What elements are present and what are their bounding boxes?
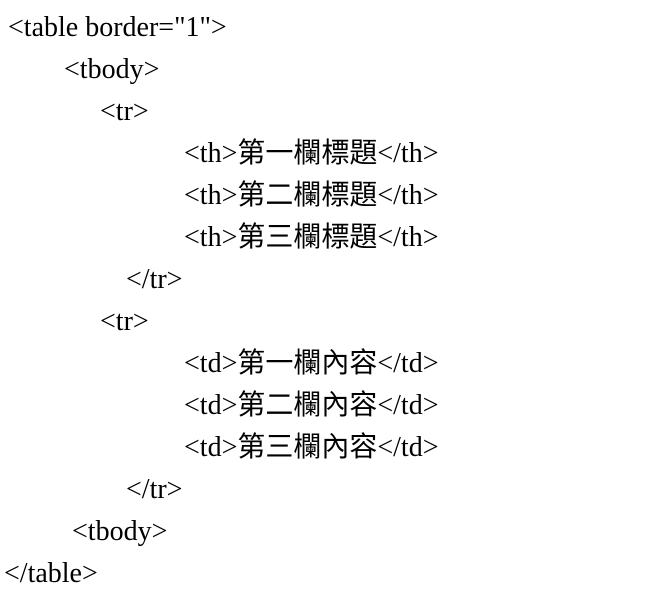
code-line: <th>第二欄標題</th> <box>184 180 439 211</box>
code-line: </tr> <box>126 474 183 505</box>
code-line: <tr> <box>100 96 149 127</box>
code-line: <tbody> <box>72 516 168 547</box>
code-line: <table border="1"> <box>8 12 227 43</box>
code-line: </tr> <box>126 264 183 295</box>
code-line: <tr> <box>100 306 149 337</box>
code-line: <th>第三欄標題</th> <box>184 222 439 253</box>
code-line: </table> <box>4 558 98 589</box>
code-line: <td>第一欄內容</td> <box>184 348 439 379</box>
code-line: <th>第一欄標題</th> <box>184 138 439 169</box>
code-line: <td>第二欄內容</td> <box>184 390 439 421</box>
code-line: <td>第三欄內容</td> <box>184 432 439 463</box>
code-line: <tbody> <box>64 54 160 85</box>
